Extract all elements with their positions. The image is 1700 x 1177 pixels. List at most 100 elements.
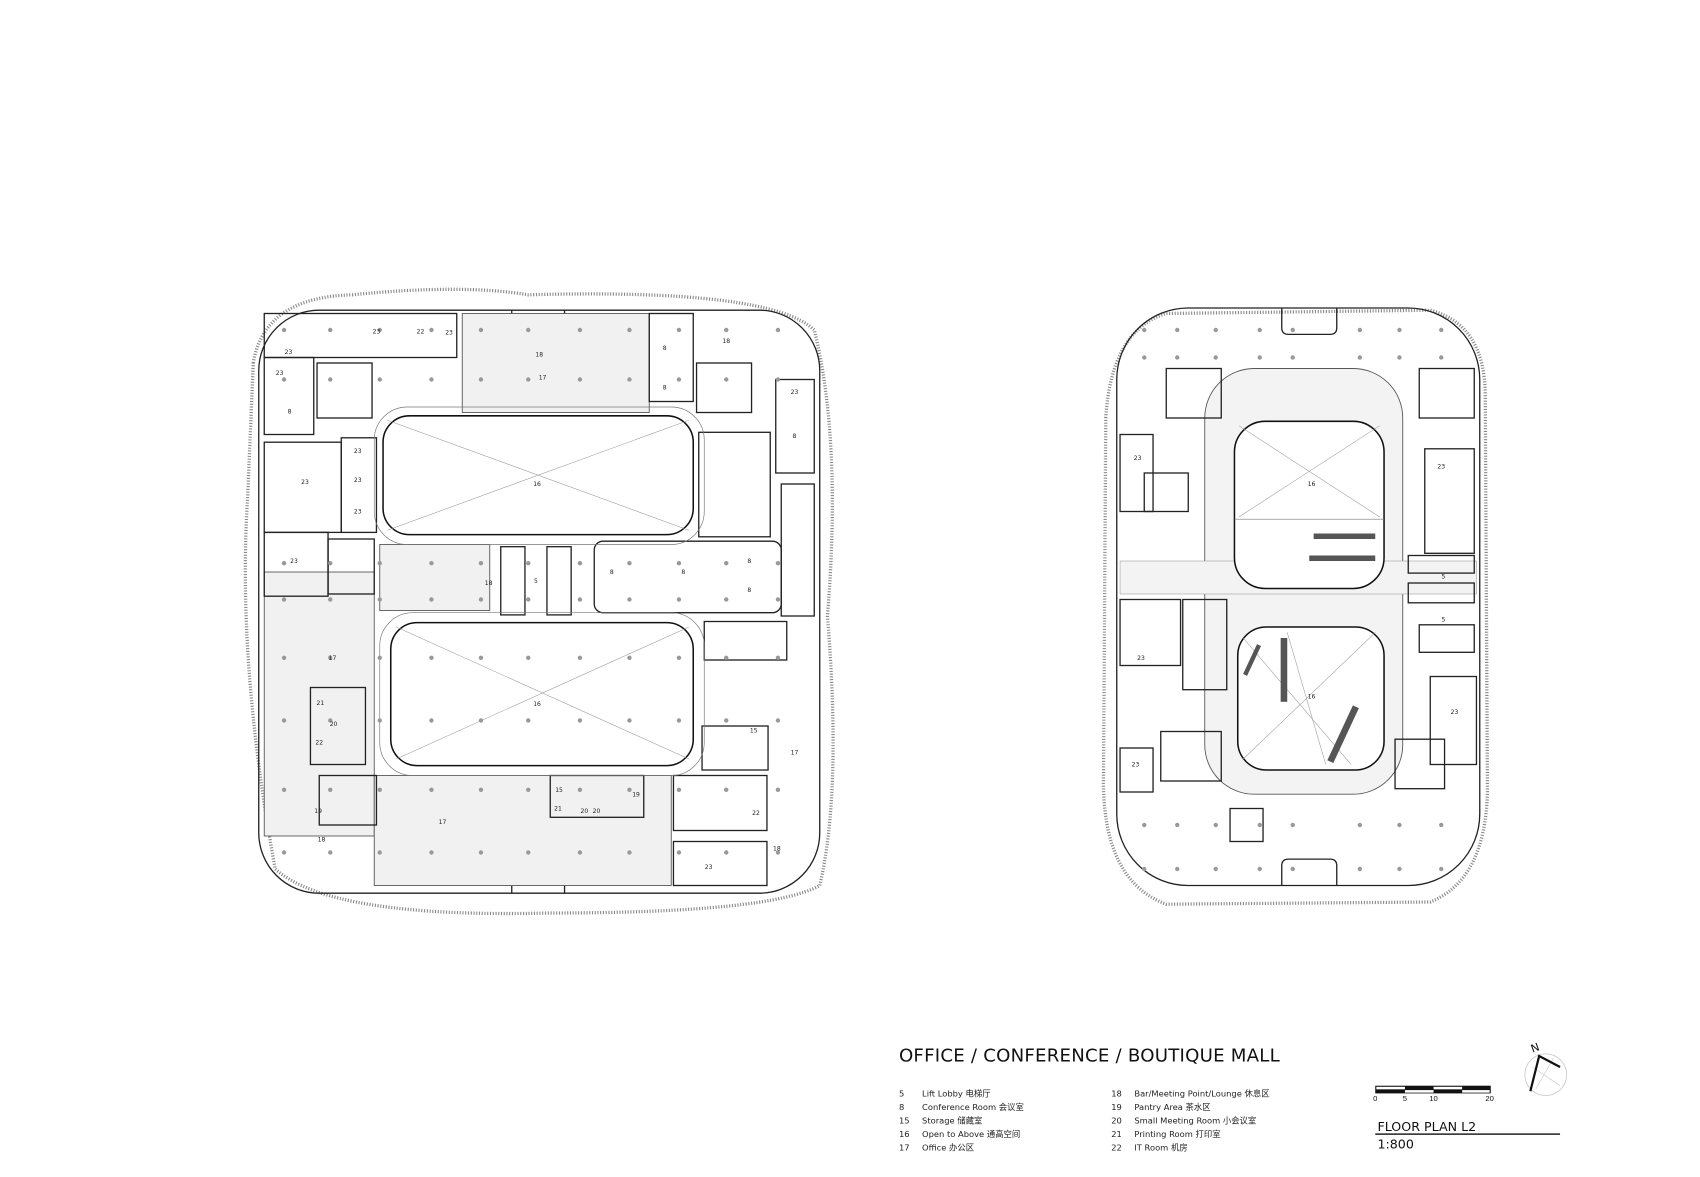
- north-arrow-icon: N: [1524, 1040, 1568, 1097]
- escalator: [1313, 533, 1376, 539]
- scale-bar-segment: [1462, 1090, 1490, 1093]
- legend-label: Printing Room 打印室: [1134, 1129, 1220, 1139]
- room-label: 16: [1308, 481, 1316, 488]
- room-label: 18: [722, 338, 730, 345]
- room-label: 23: [354, 448, 362, 455]
- room-label: 22: [315, 740, 323, 747]
- column-marker: [775, 561, 781, 566]
- legend-label: Storage 储藏室: [922, 1116, 982, 1126]
- column-marker: [328, 655, 333, 660]
- legend-label: Office 办公区: [922, 1142, 974, 1152]
- column-marker: [627, 377, 632, 382]
- column-marker: [281, 850, 287, 855]
- column-marker: [1397, 866, 1402, 872]
- room-label: 20: [330, 721, 338, 728]
- column-marker: [1142, 327, 1147, 333]
- room-label: 8: [793, 433, 797, 440]
- conference-hall: [593, 540, 782, 614]
- column-marker: [328, 718, 333, 723]
- room-label: 23: [791, 389, 799, 396]
- stair-core-sw: [1160, 730, 1222, 782]
- corridor-ring-top: [373, 406, 705, 545]
- column-marker: [577, 850, 583, 855]
- scale-tick: 20: [1485, 1094, 1494, 1103]
- column-marker: [1142, 866, 1147, 872]
- column-marker: [775, 377, 781, 382]
- toilets-south: [1229, 807, 1264, 843]
- column-marker: [429, 597, 434, 602]
- column-marker: [676, 377, 682, 382]
- column-marker: [429, 327, 434, 333]
- column-marker: [377, 597, 382, 602]
- column-marker: [377, 718, 382, 723]
- room-label: 23: [1134, 455, 1142, 462]
- room-label: 23: [1132, 762, 1140, 769]
- room-label: 15: [750, 728, 758, 735]
- void-top-diagonal: [387, 419, 689, 531]
- stair-core-w: [327, 538, 375, 595]
- column-marker: [429, 718, 434, 723]
- void-lower-diagonal: [1286, 632, 1327, 765]
- column-marker: [1397, 327, 1402, 333]
- room-label: 8: [288, 409, 292, 416]
- room-label: 23: [445, 329, 453, 336]
- column-marker: [1439, 327, 1444, 333]
- room-label: 23: [285, 349, 293, 356]
- scale-tick: 5: [1403, 1094, 1407, 1103]
- room-label: 8: [663, 345, 667, 352]
- legend-number: 18: [1111, 1089, 1122, 1099]
- column-marker: [724, 597, 729, 602]
- column-marker: [676, 655, 682, 660]
- column-marker: [526, 850, 531, 855]
- room-label: 8: [610, 569, 614, 576]
- column-marker: [1357, 355, 1363, 360]
- column-marker: [724, 718, 729, 723]
- legend-number: 19: [1111, 1102, 1122, 1112]
- column-marker: [429, 850, 434, 855]
- column-marker: [1439, 355, 1444, 360]
- legend-number: 21: [1111, 1129, 1122, 1139]
- column-marker: [1439, 822, 1444, 828]
- column-marker: [627, 597, 632, 602]
- lift-core-right: [546, 546, 572, 616]
- lift-core-left: [500, 546, 526, 616]
- room-w-23: [1119, 433, 1154, 513]
- column-marker: [526, 787, 531, 792]
- room-label: 23: [301, 479, 309, 486]
- lift-core-east-2: [1407, 582, 1475, 604]
- column-marker: [478, 327, 484, 333]
- column-marker: [577, 787, 583, 792]
- office-zone-bottom: [373, 775, 672, 886]
- column-marker: [1175, 822, 1180, 828]
- column-marker: [328, 787, 333, 792]
- room-label: 19: [314, 808, 322, 815]
- room-label: 16: [1308, 694, 1316, 701]
- column-marker: [1439, 866, 1444, 872]
- room-w-block: [1182, 598, 1228, 691]
- column-marker: [429, 787, 434, 792]
- void-upper-diagonal: [1238, 425, 1380, 518]
- stair-core-w: [1143, 472, 1189, 513]
- column-marker: [281, 787, 287, 792]
- north-label: N: [1529, 1040, 1541, 1055]
- room-label: 21: [554, 806, 562, 813]
- room-label: 23: [1137, 655, 1145, 662]
- column-marker: [377, 561, 382, 566]
- room-label: 23: [354, 477, 362, 484]
- legend-number: 17: [899, 1142, 910, 1152]
- column-marker: [377, 327, 382, 333]
- scale-bar-segment: [1404, 1090, 1434, 1093]
- column-marker: [1213, 866, 1218, 872]
- stair-core-ne: [695, 362, 753, 414]
- column-marker: [429, 561, 434, 566]
- column-marker: [577, 377, 583, 382]
- column-marker: [577, 327, 583, 333]
- room-label: 17: [539, 374, 547, 381]
- scale-bar-segment: [1376, 1086, 1405, 1090]
- room-label: 17: [439, 819, 447, 826]
- left-floor-plan: 23 23 22 23 23 8 23 23 23 23 23 23 18 17…: [243, 287, 835, 916]
- left-facade-skin: [243, 287, 835, 916]
- legend-label: Small Meeting Room 小会议室: [1134, 1116, 1256, 1126]
- column-marker: [1357, 327, 1363, 333]
